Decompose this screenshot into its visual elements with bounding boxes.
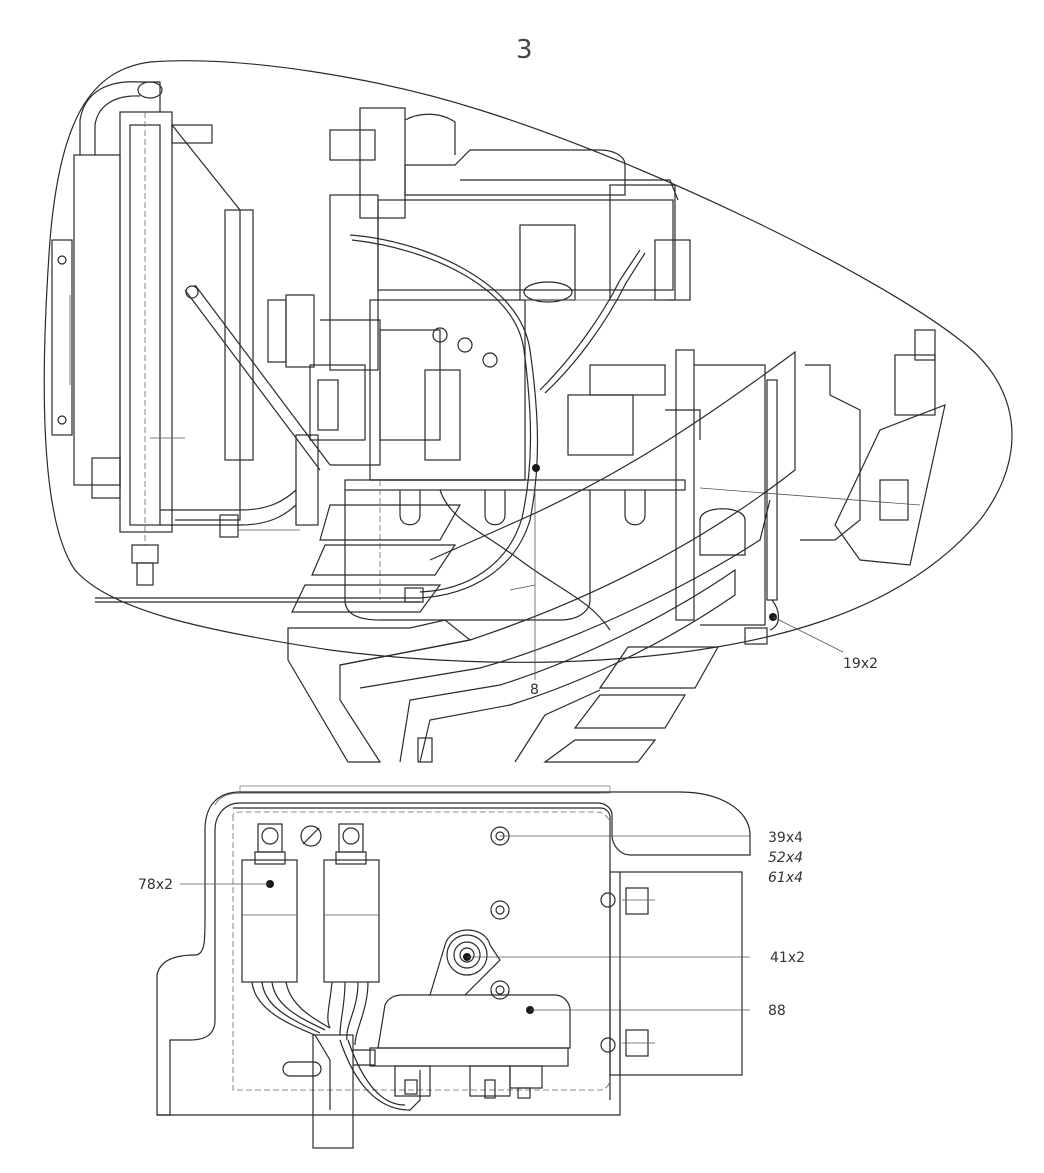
radiator	[51, 81, 254, 586]
stud-bracket	[429, 929, 501, 996]
callout-label-19: 19x2	[843, 656, 878, 672]
callout-label-8: 8	[530, 682, 539, 698]
electrical-panel-view: 39x4 52x4 61x4 78x2 41x2 88	[138, 785, 805, 1149]
wire-clamp-dot	[532, 464, 540, 472]
callout-label-88: 88	[768, 1003, 786, 1019]
callout-label-41: 41x2	[770, 950, 805, 966]
panel-bolts	[490, 826, 510, 1000]
relay-left	[241, 823, 298, 983]
engine-block	[309, 107, 691, 621]
engine-assembly-view: 19x2 8	[43, 60, 1013, 763]
relay-right	[323, 823, 380, 983]
callout-label-39: 39x4	[768, 830, 803, 846]
wire-bundle	[251, 981, 421, 1149]
callout-label-78: 78x2	[138, 877, 173, 893]
controller-unit	[369, 994, 571, 1099]
frame-rails	[287, 350, 796, 763]
callout-label-61: 61x4	[768, 870, 803, 886]
sheet-number: 3	[516, 35, 533, 65]
callout-label-52: 52x4	[768, 850, 803, 866]
panel-housing	[156, 791, 751, 1116]
callout-19: 19x2	[772, 616, 878, 672]
fuse-symbol	[300, 825, 322, 847]
mounting-plate	[232, 811, 611, 1091]
fan-and-belt	[160, 284, 331, 538]
wiring-harness	[95, 234, 646, 631]
side-bracket	[609, 871, 743, 1076]
right-side-components	[665, 329, 946, 645]
enclosure-outline	[43, 60, 1013, 663]
callout-8: 8	[530, 682, 539, 698]
